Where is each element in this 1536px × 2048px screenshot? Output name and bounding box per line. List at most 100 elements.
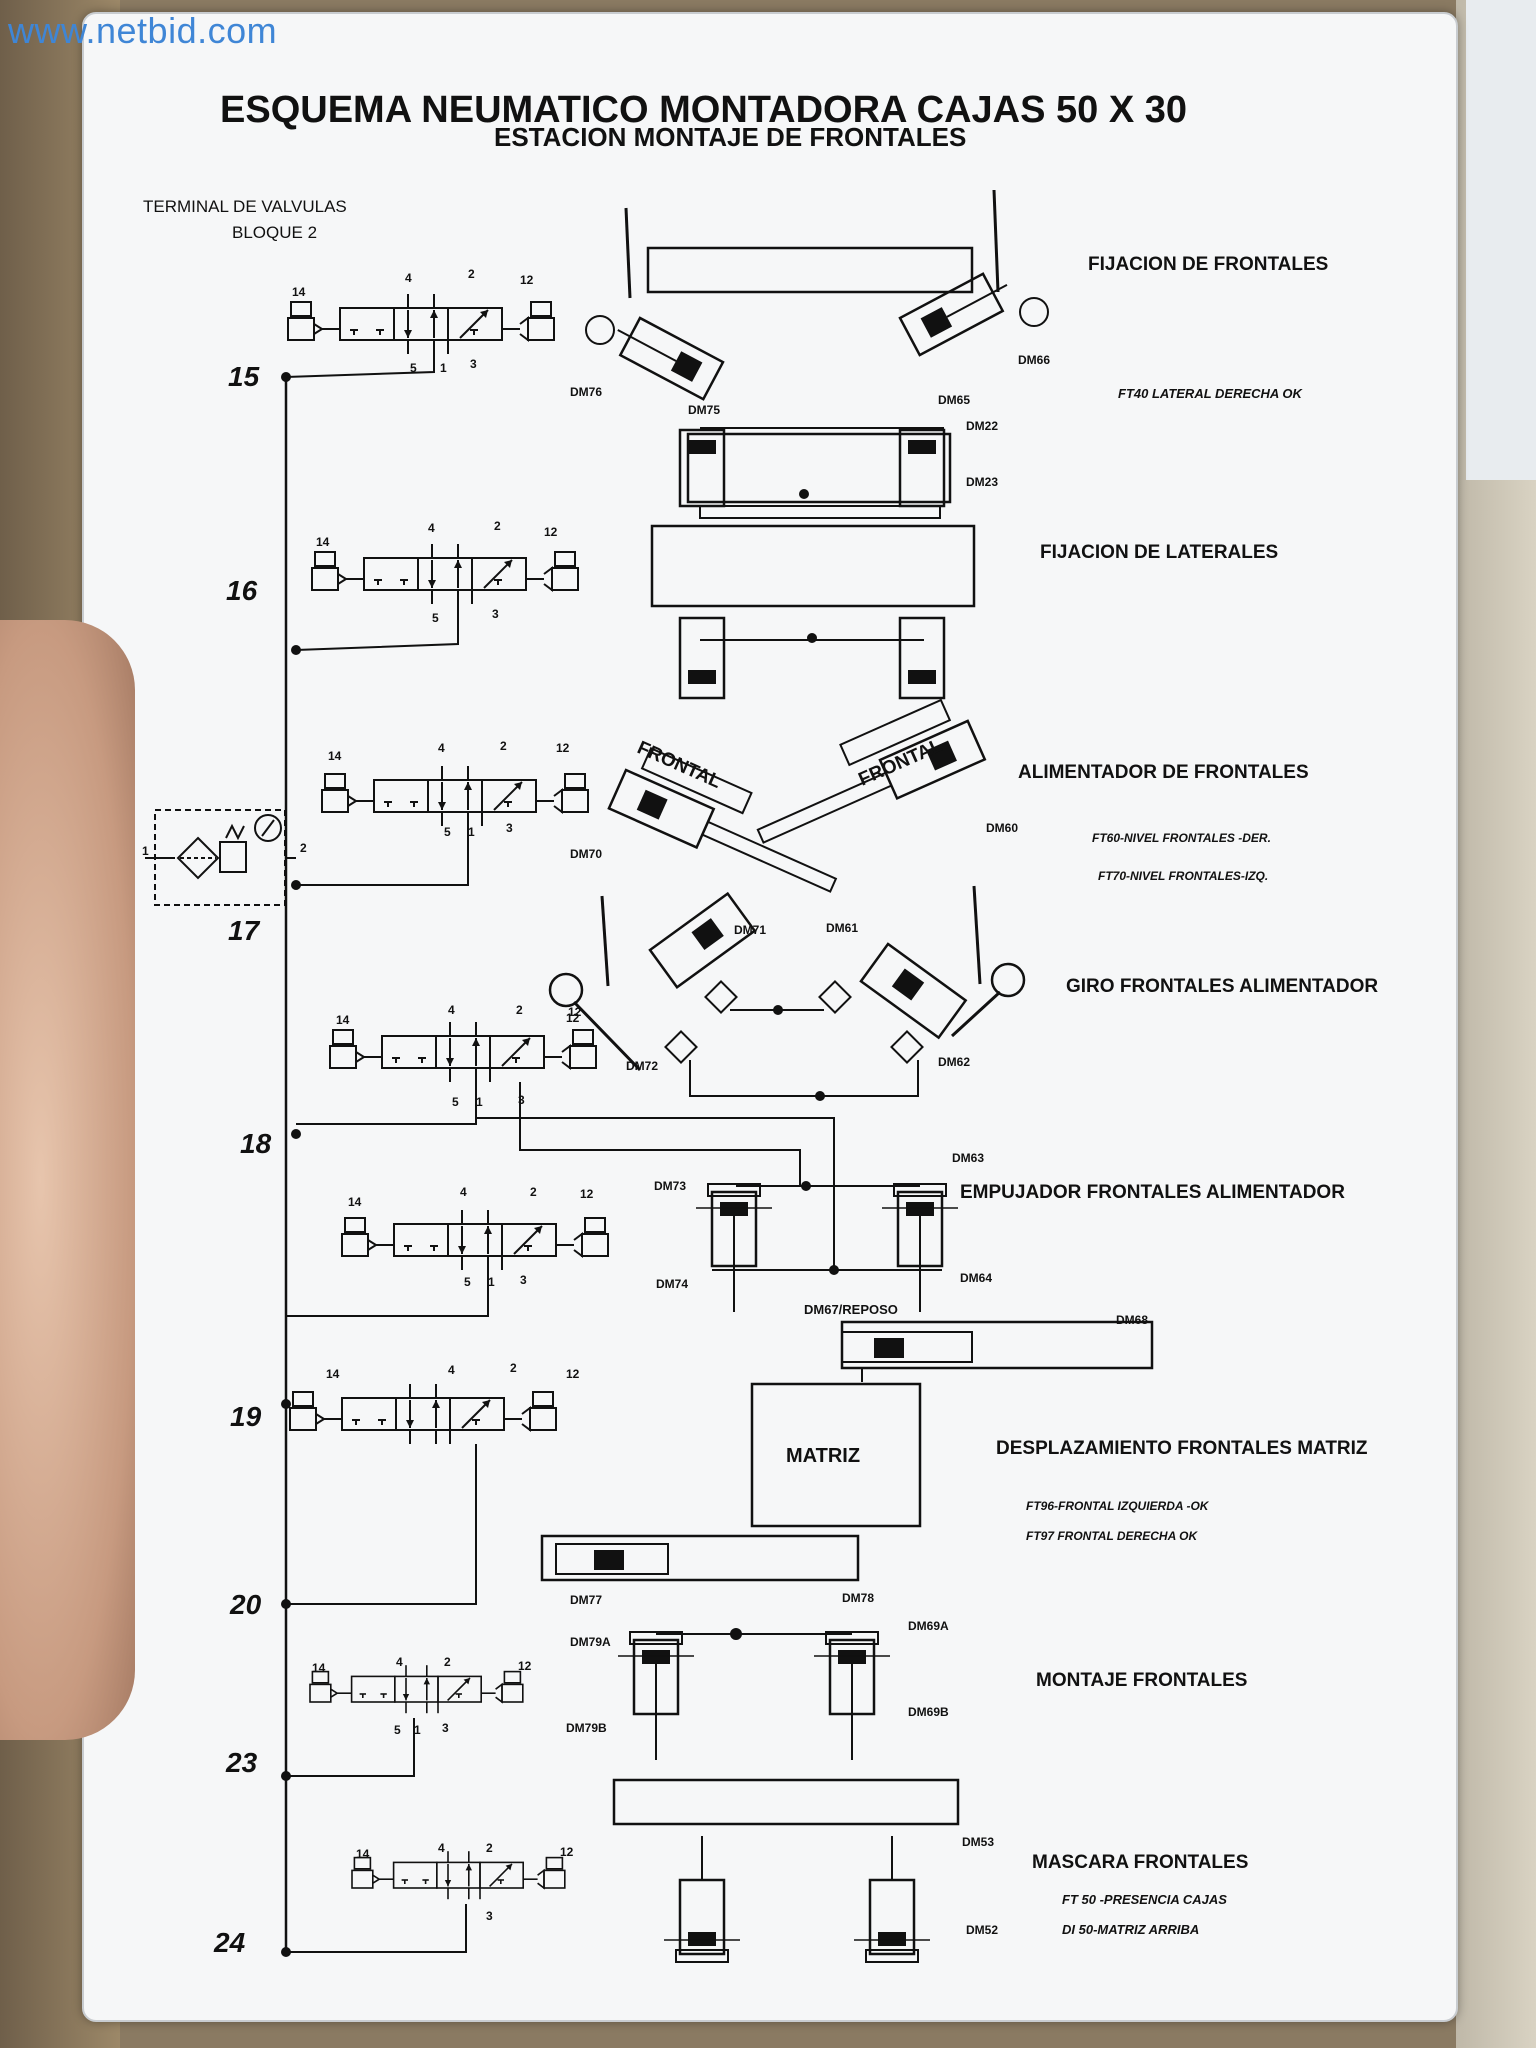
note-ft60: FT60-NIVEL FRONTALES -DER.	[1092, 831, 1271, 845]
svg-text:2: 2	[444, 1655, 451, 1669]
frl-unit	[145, 809, 296, 906]
svg-text:14: 14	[326, 1367, 340, 1381]
svg-text:3: 3	[520, 1273, 527, 1287]
label-dm71: DM71	[734, 923, 766, 937]
svg-text:1: 1	[488, 1275, 495, 1289]
svg-text:12: 12	[580, 1187, 594, 1201]
fijacion-frontales-diagram	[585, 189, 1049, 401]
svg-text:2: 2	[530, 1185, 537, 1199]
section-desplazamiento: DESPLAZAMIENTO FRONTALES MATRIZ	[996, 1438, 1368, 1459]
svg-text:14: 14	[312, 1661, 326, 1675]
note-di50: DI 50-MATRIZ ARRIBA	[1062, 1922, 1199, 1937]
frl-port-in: 1	[142, 844, 149, 858]
matriz-label: MATRIZ	[786, 1445, 860, 1467]
svg-text:12: 12	[544, 525, 558, 539]
label-dm63: DM63	[952, 1151, 984, 1165]
schematic-title: ESQUEMA NEUMATICO MONTADORA CAJAS 50 X 3…	[220, 89, 1187, 131]
valve-17: 14 12 4 2 5 1 3	[296, 739, 589, 886]
svg-text:3: 3	[470, 357, 477, 371]
valve-number-24: 24	[213, 1927, 246, 1958]
label-dm60: DM60	[986, 821, 1018, 835]
svg-text:4: 4	[460, 1185, 467, 1199]
note-ft96: FT96-FRONTAL IZQUIERDA -OK	[1026, 1499, 1210, 1513]
desplazamiento-diagram	[540, 1320, 1154, 1582]
label-dm79b: DM79B	[566, 1721, 607, 1735]
svg-text:3: 3	[442, 1721, 449, 1735]
fijacion-laterales-diagram	[650, 427, 976, 700]
note-ft97: FT97 FRONTAL DERECHA OK	[1026, 1529, 1198, 1543]
valve-number-16: 16	[226, 575, 258, 606]
svg-text:2: 2	[500, 739, 507, 753]
valve-23: 14 12 4 2 5 1 3	[286, 1655, 532, 1777]
valve-19: 14 12 4 2 5 1 3	[286, 1185, 609, 1317]
valve-24: 14 12 4 2 3	[286, 1841, 574, 1953]
label-dm75: DM75	[688, 403, 720, 417]
valve-number-20: 20	[229, 1589, 262, 1620]
section-giro: GIRO FRONTALES ALIMENTADOR	[1066, 976, 1378, 997]
label-dm62: DM62	[938, 1055, 970, 1069]
svg-text:4: 4	[428, 521, 435, 535]
giro-port-12: 12	[566, 1011, 580, 1025]
label-dm64: DM64	[960, 1271, 992, 1285]
svg-text:1: 1	[468, 825, 475, 839]
valve-18: 14 12 4 2 5 1 3	[296, 1003, 597, 1125]
label-dm76: DM76	[570, 385, 602, 399]
schematic-sheet	[82, 12, 1458, 2022]
section-fijacion-laterales: FIJACION DE LATERALES	[1040, 542, 1278, 563]
label-dm78: DM78	[842, 1591, 874, 1605]
label-dm66: DM66	[1018, 353, 1050, 367]
svg-text:12: 12	[566, 1367, 580, 1381]
label-dm73: DM73	[654, 1179, 686, 1193]
svg-text:1: 1	[414, 1723, 421, 1737]
valve-15: 14 12 4 2 5 1 3	[285, 267, 555, 378]
svg-text:14: 14	[316, 535, 330, 549]
svg-text:12: 12	[520, 273, 534, 287]
svg-text:5: 5	[452, 1095, 459, 1109]
svg-text:2: 2	[510, 1361, 517, 1375]
svg-text:14: 14	[348, 1195, 362, 1209]
background-sleeve	[1466, 0, 1536, 480]
svg-text:3: 3	[506, 821, 513, 835]
note-ft40: FT40 LATERAL DERECHA OK	[1118, 386, 1304, 401]
bus-nodes	[281, 372, 301, 1957]
label-dm23: DM23	[966, 475, 998, 489]
svg-text:1: 1	[476, 1095, 483, 1109]
frl-port-out: 2	[300, 841, 307, 855]
empujador-diagram	[475, 1082, 960, 1314]
svg-text:2: 2	[494, 519, 501, 533]
label-dm69b: DM69B	[908, 1705, 949, 1719]
svg-text:4: 4	[448, 1003, 455, 1017]
giro-diagram	[548, 885, 1026, 1101]
svg-text:2: 2	[516, 1003, 523, 1017]
svg-text:4: 4	[448, 1363, 455, 1377]
watermark: www.netbid.com	[8, 10, 278, 51]
section-montaje: MONTAJE FRONTALES	[1036, 1670, 1247, 1691]
svg-text:2: 2	[468, 267, 475, 281]
section-empujador: EMPUJADOR FRONTALES ALIMENTADOR	[960, 1182, 1345, 1203]
section-fijacion-frontales: FIJACION DE FRONTALES	[1088, 254, 1328, 275]
svg-text:5: 5	[410, 361, 417, 375]
svg-text:5: 5	[444, 825, 451, 839]
label-dm70: DM70	[570, 847, 602, 861]
valve-20: 14 12 4 2	[286, 1361, 580, 1605]
svg-text:4: 4	[405, 271, 412, 285]
svg-text:12: 12	[518, 1659, 532, 1673]
schematic-subtitle: ESTACION MONTAJE DE FRONTALES	[494, 122, 966, 152]
label-dm67: DM67/REPOSO	[804, 1302, 898, 1317]
svg-text:12: 12	[556, 741, 570, 755]
svg-text:4: 4	[396, 1655, 403, 1669]
terminal-block: BLOQUE 2	[232, 223, 317, 242]
label-dm68: DM68	[1116, 1313, 1148, 1327]
valve-number-23: 23	[225, 1747, 258, 1778]
holding-hand	[0, 620, 135, 1740]
valve-number-18: 18	[240, 1128, 272, 1159]
svg-text:12: 12	[560, 1845, 574, 1859]
svg-text:3: 3	[518, 1093, 525, 1107]
label-dm53: DM53	[962, 1835, 994, 1849]
label-dm74: DM74	[656, 1277, 688, 1291]
svg-text:4: 4	[438, 1841, 445, 1855]
section-alimentador: ALIMENTADOR DE FRONTALES	[1018, 762, 1309, 783]
mascara-diagram	[612, 1778, 960, 1964]
valve-16: 14 12 4 2 5 3	[295, 519, 579, 651]
